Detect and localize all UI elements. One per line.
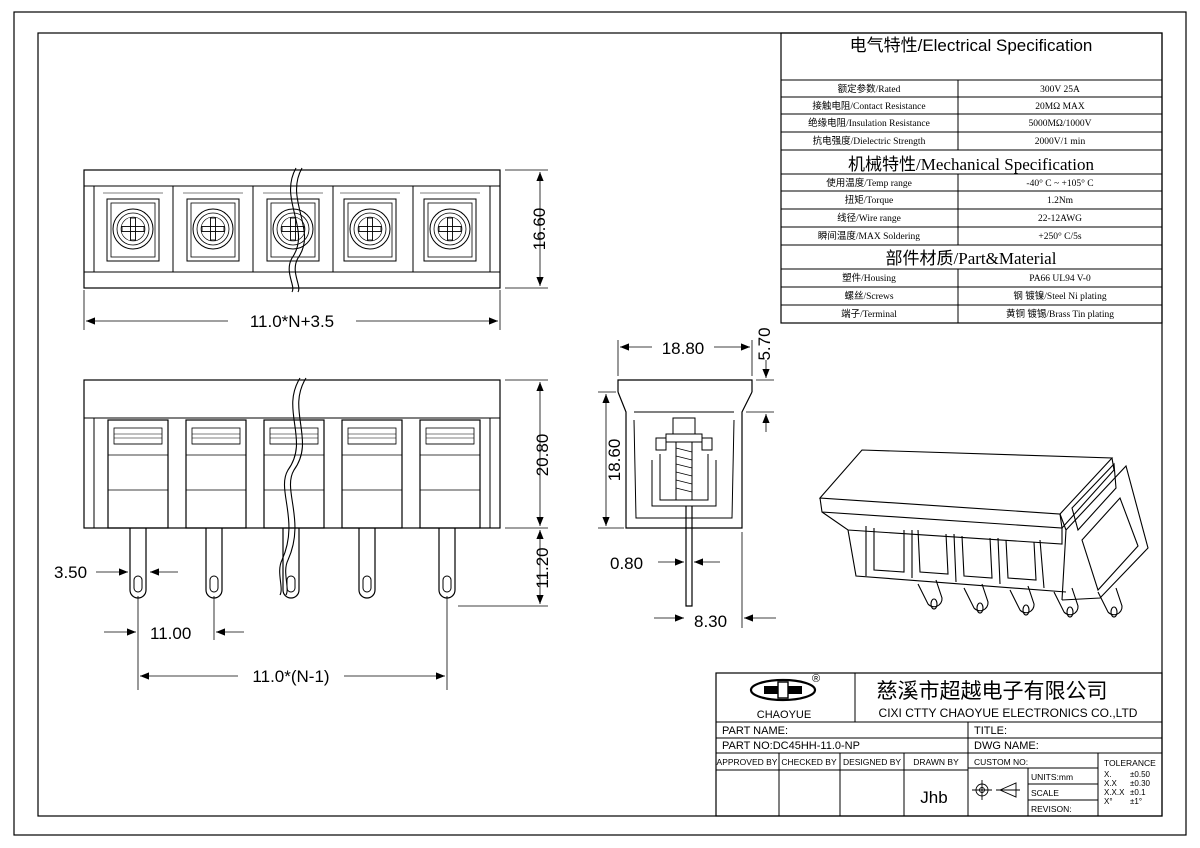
front-view: 20.80 11.20 3.50 11.00 11.0*(N-1) xyxy=(54,377,552,690)
part-number: PART NO:DC45HH-11.0-NP xyxy=(722,740,860,752)
tolerance-value: ±0.30 xyxy=(1130,779,1151,788)
screw-5 xyxy=(419,192,481,262)
spec-row-label: 塑件/Housing xyxy=(842,272,896,284)
spec-row-value: 钢 镀镍/Steel Ni plating xyxy=(1013,290,1106,302)
title-block: ® CHAOYUE 慈溪市超越电子有限公司 CIXI CTTY CHAOYUE … xyxy=(715,672,1163,817)
spec-row-label: 使用温度/Temp range xyxy=(826,177,912,189)
dim-side-height: 18.60 xyxy=(605,439,624,482)
dim-total-length: 11.0*N+3.5 xyxy=(250,312,334,331)
approved-by-label: APPROVED BY xyxy=(717,757,778,767)
spec-row-label: 抗电强度/Dielectric Strength xyxy=(813,135,926,147)
electrical-spec-title: 电气特性/Electrical Specification xyxy=(850,36,1093,55)
company-name-en: CIXI CTTY CHAOYUE ELECTRONICS CO.,LTD xyxy=(879,706,1138,720)
spec-row-value: +250° C/5s xyxy=(1038,231,1082,242)
tolerance-key: X.X xyxy=(1104,779,1118,788)
company-logo: ® CHAOYUE xyxy=(749,673,820,721)
pin-3 xyxy=(282,527,300,599)
tolerance-key: X.X.X xyxy=(1104,788,1125,797)
dim-pin-width: 3.50 xyxy=(54,563,87,582)
dwg-name-label: DWG NAME: xyxy=(974,740,1039,752)
spec-row-value: 2000V/1 min xyxy=(1035,137,1086,147)
pin-5 xyxy=(438,527,456,599)
tolerance-key: X. xyxy=(1104,770,1112,779)
sheet-outer-border xyxy=(13,11,1187,836)
spec-row-value: -40° C ~ +105° C xyxy=(1026,178,1093,189)
tolerance-title: TOLERANCE xyxy=(1104,758,1156,768)
break-line-top xyxy=(288,167,300,293)
spec-row-label: 接触电阻/Contact Resistance xyxy=(812,100,925,112)
dim-pin-thickness: 0.80 xyxy=(610,554,643,573)
mechanical-spec-title: 机械特性/Mechanical Specification xyxy=(848,155,1094,174)
spec-row-label: 额定参数/Rated xyxy=(838,83,901,95)
spec-row-value: PA66 UL94 V-0 xyxy=(1029,274,1091,284)
tolerance-key: X° xyxy=(1104,797,1113,806)
part-name-label: PART NAME: xyxy=(722,725,788,737)
spec-row-value: 5000MΩ/1000V xyxy=(1028,119,1091,129)
units-label: UNITS:mm xyxy=(1031,772,1073,782)
dim-pitch: 11.00 xyxy=(150,624,191,643)
logo-registered-mark: ® xyxy=(812,673,820,685)
drawn-by-label: DRAWN BY xyxy=(913,757,959,767)
spec-row-label: 瞬间温度/MAX Soldering xyxy=(818,230,920,242)
logo-text: CHAOYUE xyxy=(757,709,811,721)
dim-top-height: 16.60 xyxy=(530,208,549,251)
screw-2 xyxy=(182,192,244,262)
spec-row-value: 20MΩ MAX xyxy=(1035,102,1085,112)
revision-label: REVISON: xyxy=(1031,804,1072,814)
spec-row-label: 线径/Wire range xyxy=(837,212,901,224)
material-spec-title: 部件材质/Part&Material xyxy=(886,249,1057,268)
spec-table: 电气特性/Electrical Specification 机械特性/Mecha… xyxy=(780,32,1163,324)
scale-label: SCALE xyxy=(1031,788,1059,798)
company-name-cn: 慈溪市超越电子有限公司 xyxy=(877,680,1108,703)
top-view: 16.60 11.0*N+3.5 xyxy=(83,167,549,331)
spec-row-label: 扭矩/Torque xyxy=(845,194,893,206)
dim-side-width: 18.80 xyxy=(662,339,705,358)
checked-by-label: CHECKED BY xyxy=(781,757,837,767)
tolerance-value: ±0.50 xyxy=(1130,770,1151,779)
dim-side-cap: 5.70 xyxy=(755,327,774,360)
projection-symbol-icon xyxy=(972,780,1020,800)
spec-row-label: 螺丝/Screws xyxy=(844,290,893,302)
title-label: TITLE: xyxy=(974,725,1007,737)
spec-row-value: 300V 25A xyxy=(1040,85,1080,95)
spec-row-value: 黄铜 镀锡/Brass Tin plating xyxy=(1006,308,1114,320)
pin-2 xyxy=(205,527,223,599)
tolerance-value: ±1° xyxy=(1130,797,1142,806)
drawn-by-value: Jhb xyxy=(920,788,947,807)
dim-pin-span: 11.0*(N-1) xyxy=(252,667,329,686)
sheet-inner-border xyxy=(37,32,1163,817)
pin-4 xyxy=(358,527,376,599)
pin-1 xyxy=(129,527,147,599)
screw-4 xyxy=(339,192,401,262)
custom-no-label: CUSTOM NO: xyxy=(974,757,1028,767)
screw-1 xyxy=(102,192,164,262)
designed-by-label: DESIGNED BY xyxy=(843,757,901,767)
spec-row-value: 22-12AWG xyxy=(1038,214,1082,224)
dim-pin-length: 11.20 xyxy=(533,547,552,588)
dim-pin-offset: 8.30 xyxy=(694,612,727,631)
isometric-view xyxy=(818,449,1149,618)
screw-3 xyxy=(262,192,324,262)
spec-row-label: 绝缘电阻/Insulation Resistance xyxy=(808,117,930,129)
tolerance-value: ±0.1 xyxy=(1130,788,1146,797)
spec-row-label: 端子/Terminal xyxy=(841,308,897,320)
side-view: 18.80 5.70 18.60 0.80 8.30 xyxy=(598,327,776,631)
spec-row-value: 1.2Nm xyxy=(1047,196,1074,206)
dim-front-height: 20.80 xyxy=(533,434,552,477)
